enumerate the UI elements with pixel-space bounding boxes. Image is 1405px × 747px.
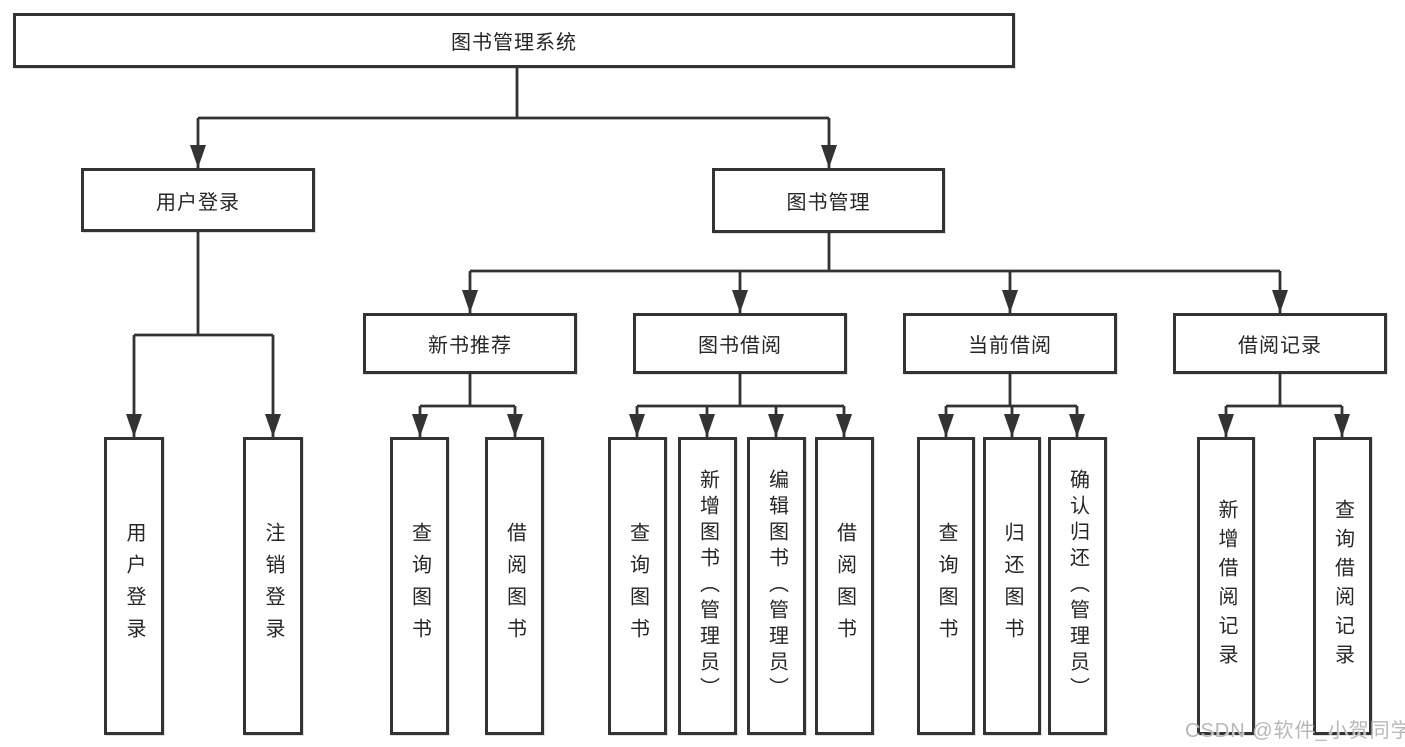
leaf-borrow-books: 借阅图书 (815, 437, 874, 735)
leaf-add-borrow-record: 新增借阅记录 (1197, 437, 1255, 735)
leaf-query-borrow-record: 查询借阅记录 (1313, 437, 1372, 735)
leaf-query-books-borrow: 查询图书 (608, 437, 667, 735)
leaf-user-login: 用户登录 (104, 437, 164, 735)
node-book-borrow: 图书借阅 (633, 313, 847, 374)
leaf-query-books-current: 查询图书 (917, 437, 975, 735)
node-new-book-recommend: 新书推荐 (363, 313, 577, 374)
leaf-return-books-label: 归还图书 (1001, 522, 1023, 650)
node-book-management: 图书管理 (712, 168, 945, 233)
arrow-drop-lines (126, 118, 1350, 437)
leaf-query-books-current-label: 查询图书 (935, 522, 957, 650)
node-borrow-record: 借阅记录 (1173, 313, 1387, 374)
leaf-query-books-recommend: 查询图书 (390, 437, 449, 735)
leaf-borrow-books-label: 借阅图书 (833, 522, 856, 650)
node-current-borrow: 当前借阅 (903, 313, 1117, 374)
leaf-return-books: 归还图书 (983, 437, 1041, 735)
leaf-logout-label: 注销登录 (262, 522, 284, 650)
leaf-borrow-books-recommend: 借阅图书 (485, 437, 544, 735)
leaf-add-books-admin: 新增图书（管理员） (678, 437, 737, 735)
leaf-query-books-recommend-label: 查询图书 (408, 522, 431, 650)
node-user-login-label: 用户登录 (156, 191, 240, 214)
leaf-add-borrow-record-label: 新增借阅记录 (1215, 499, 1237, 673)
leaf-query-books-borrow-label: 查询图书 (626, 522, 649, 650)
node-root: 图书管理系统 (13, 13, 1015, 68)
node-root-label: 图书管理系统 (451, 32, 577, 54)
leaf-logout: 注销登录 (243, 437, 303, 735)
watermark: CSDN @软件_小贺同学 (1185, 720, 1405, 742)
tree-bracket-lines (134, 68, 1342, 408)
node-book-borrow-label: 图书借阅 (698, 335, 782, 357)
leaf-query-borrow-record-label: 查询借阅记录 (1331, 499, 1354, 673)
node-borrow-record-label: 借阅记录 (1238, 335, 1322, 357)
leaf-confirm-return-admin-label: 确认归还（管理员） (1066, 469, 1089, 703)
leaf-borrow-books-recommend-label: 借阅图书 (503, 522, 526, 650)
leaf-edit-books-admin: 编辑图书（管理员） (747, 437, 806, 735)
node-user-login: 用户登录 (81, 168, 315, 232)
leaf-add-books-admin-label: 新增图书（管理员） (696, 469, 719, 703)
node-new-book-recommend-label: 新书推荐 (428, 335, 512, 357)
leaf-user-login-label: 用户登录 (123, 522, 145, 650)
leaf-confirm-return-admin: 确认归还（管理员） (1048, 437, 1107, 735)
node-current-borrow-label: 当前借阅 (968, 335, 1052, 357)
leaf-edit-books-admin-label: 编辑图书（管理员） (765, 469, 788, 703)
node-book-management-label: 图书管理 (786, 192, 871, 214)
